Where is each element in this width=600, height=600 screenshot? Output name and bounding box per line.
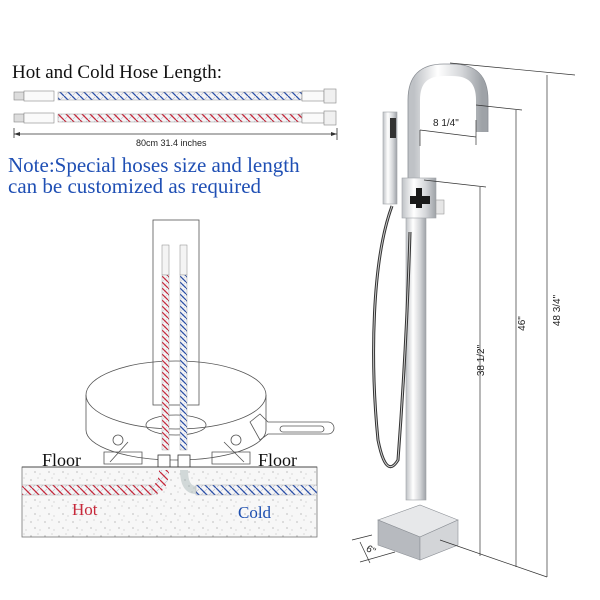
dimension-lines (351, 62, 576, 578)
hot-hose-illustration (13, 110, 337, 126)
floor-slab (21, 466, 318, 538)
note-line-1: Note:Special hoses size and length (8, 153, 300, 177)
handle-height-dimension: 38 1/2" (476, 344, 488, 377)
hot-label: Hot (72, 500, 98, 519)
hose-length-title: Hot and Cold Hose Length: (12, 62, 223, 83)
hose-length-measurement: 80cm 31.4 inches (136, 138, 207, 148)
total-height-dimension: 48 3/4" (552, 294, 564, 327)
cold-hose-illustration (13, 88, 337, 104)
spout-reach-dimension: 8 1/4" (433, 118, 459, 129)
floor-label-left: Floor (42, 450, 82, 470)
install-cutaway (85, 219, 335, 465)
customization-note: Note:Special hoses size and length can b… (8, 155, 300, 197)
freestanding-faucet (372, 63, 489, 561)
cold-label: Cold (238, 503, 272, 522)
spout-height-dimension: 46" (516, 316, 528, 331)
note-line-2: can be customized as required (8, 174, 262, 198)
floor-label-right: Floor (258, 450, 298, 470)
